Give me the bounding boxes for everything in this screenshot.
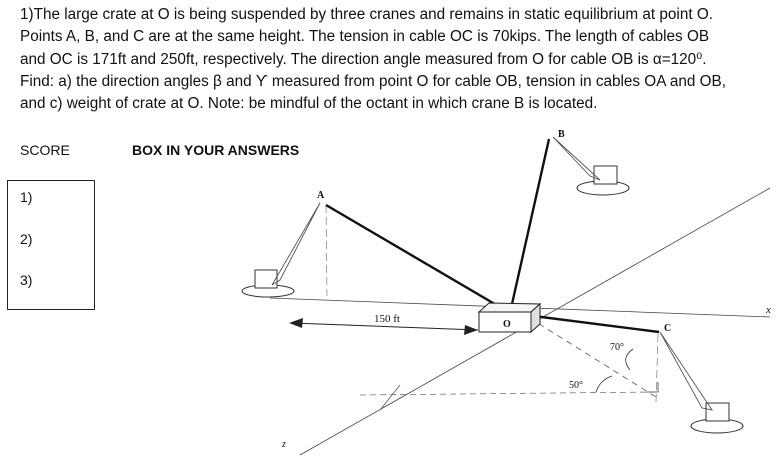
problem-line-3: and OC is 171ft and 250ft, respectively.… bbox=[20, 50, 707, 68]
label-c: C bbox=[664, 323, 671, 334]
cable-oa bbox=[325, 203, 511, 315]
angle-50-arc bbox=[595, 375, 613, 393]
problem-line-1: 1)The large crate at O is being suspende… bbox=[20, 6, 713, 23]
label-dimension: 150 ft bbox=[374, 313, 400, 325]
score-item-2: 2) bbox=[20, 231, 33, 247]
score-label: SCORE bbox=[20, 142, 70, 158]
crate-top bbox=[477, 302, 542, 313]
crane-c-boom bbox=[659, 331, 713, 411]
problem-line-4: Find: a) the direction angles β and ϒ me… bbox=[20, 72, 726, 90]
cable-ob bbox=[508, 138, 551, 314]
dimension-line bbox=[291, 322, 479, 331]
problem-line-5: and c) weight of crate at O. Note: be mi… bbox=[20, 95, 598, 113]
crane-c-cab bbox=[705, 402, 730, 422]
score-item-1: 1) bbox=[20, 189, 33, 205]
crane-a-cab bbox=[254, 269, 278, 289]
label-x-axis: x bbox=[765, 304, 771, 316]
axis-break-mark bbox=[379, 384, 401, 411]
score-item-3: 3) bbox=[20, 272, 33, 288]
label-angle-70: 70° bbox=[610, 342, 624, 353]
oc-projection-dashed bbox=[519, 311, 657, 398]
dimension-arrow-left bbox=[289, 318, 303, 328]
angle-70-arc bbox=[625, 348, 634, 371]
crane-b-boom bbox=[552, 136, 601, 181]
right-angle-mark bbox=[646, 382, 659, 393]
problem-statement: 1)The large crate at O is being suspende… bbox=[20, 4, 775, 115]
label-b: B bbox=[558, 129, 565, 140]
crate-side bbox=[530, 302, 541, 334]
label-z-axis: z bbox=[281, 439, 286, 450]
label-a: A bbox=[317, 190, 325, 201]
crane-a-vertical bbox=[325, 204, 328, 297]
score-box: 1) 2) 3) bbox=[7, 180, 95, 310]
label-o: O bbox=[503, 319, 511, 330]
ground-dashed-line bbox=[359, 391, 656, 396]
crane-a-boom bbox=[271, 202, 321, 286]
label-angle-50: 50° bbox=[569, 380, 583, 391]
box-answers-label: BOX IN YOUR ANSWERS bbox=[132, 142, 300, 158]
crane-b-cab bbox=[593, 165, 618, 185]
problem-line-2: Points A, B, and C are at the same heigh… bbox=[20, 28, 710, 46]
dimension-arrow-right bbox=[464, 325, 478, 335]
